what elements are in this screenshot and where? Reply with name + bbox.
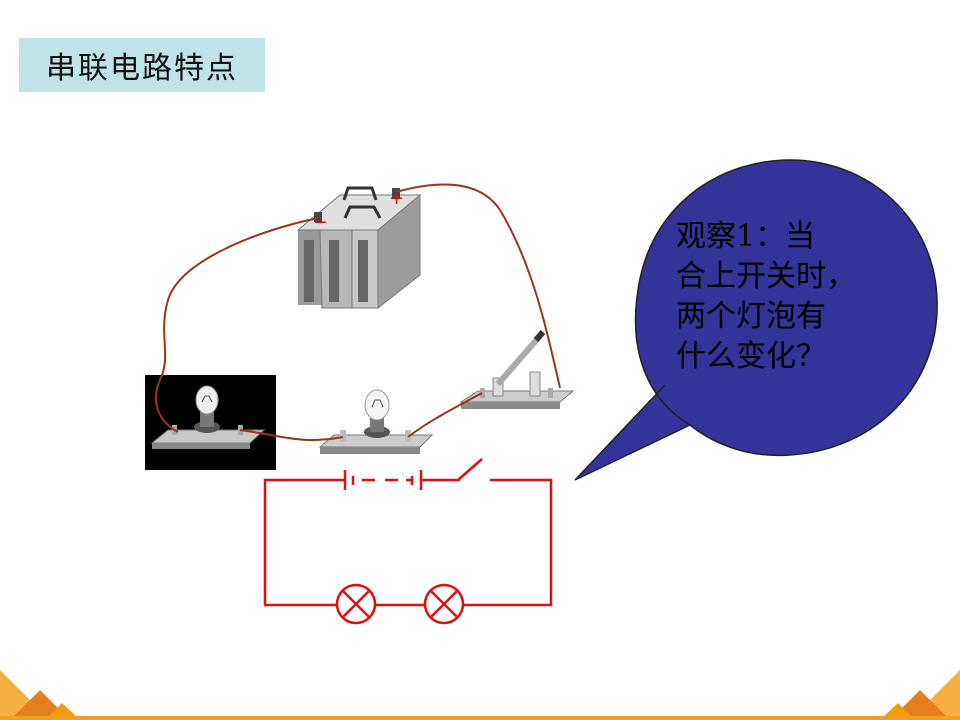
- bubble-line-3: 两个灯泡有: [676, 299, 826, 334]
- slide-title-box: 串联电路特点: [19, 38, 265, 92]
- circuit-schematic: [263, 458, 553, 625]
- battery-pack: [296, 186, 422, 310]
- bubble-text: 观察1：当 合上开关时， 两个灯泡有 什么变化？: [676, 217, 896, 377]
- battery-minus-label: −: [313, 212, 328, 233]
- wire-left-lamp-to-middle-lamp: [239, 429, 344, 441]
- wire-battery-to-switch: [395, 183, 561, 389]
- slide-title: 串联电路特点: [46, 51, 238, 86]
- speech-bubble: [574, 159, 938, 481]
- bubble-line-1: 观察1：当: [676, 219, 816, 254]
- left-lamp-assembly: [150, 385, 266, 449]
- corner-decoration-right: [880, 670, 960, 720]
- bubble-line-4: 什么变化？: [676, 339, 826, 374]
- bubble-line-2: 合上开关时，: [676, 259, 856, 294]
- bottom-stripe: [0, 716, 960, 720]
- wire-battery-to-left-lamp: [154, 217, 319, 433]
- wire-middle-lamp-to-switch: [407, 392, 483, 438]
- corner-decoration-left: [0, 670, 80, 720]
- middle-lamp-assembly: [318, 389, 434, 454]
- knife-switch: [459, 330, 575, 409]
- battery-plus-label: +: [389, 188, 404, 209]
